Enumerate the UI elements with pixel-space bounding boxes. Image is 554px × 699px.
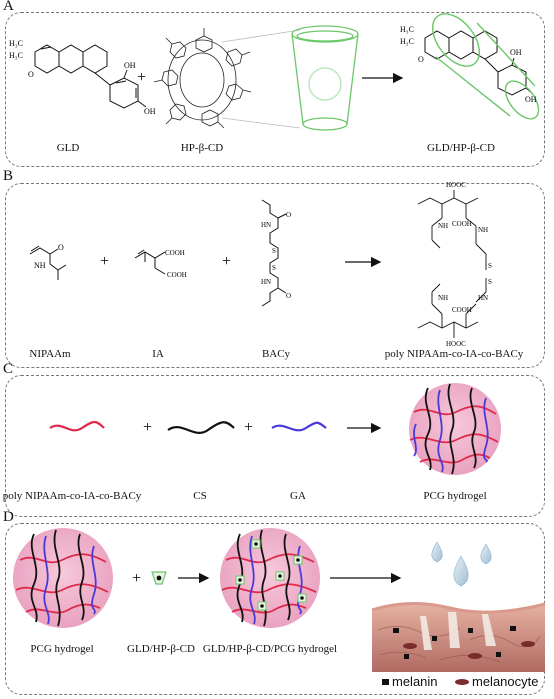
label-gld-hp-beta-cd: GLD/HP-β-CD — [427, 142, 495, 154]
plus-b2: + — [222, 253, 231, 270]
ia-molecule — [134, 249, 166, 275]
panel-b-frame — [5, 183, 545, 368]
label-bacy: BACy — [261, 348, 291, 360]
nipaam-molecule — [29, 245, 67, 280]
panel-b-letter: B — [3, 168, 14, 184]
skin-illustration — [371, 601, 546, 672]
s-label-b2: S — [272, 264, 276, 272]
hooc-label-b1: HOOC — [446, 181, 466, 189]
h3c-label-2: H₃C — [9, 51, 23, 60]
o-label-1: O — [28, 70, 34, 79]
nh-label-b2: NH — [438, 222, 448, 230]
gld-cd-cone — [432, 13, 540, 120]
legend-melanocyte: melanocyte — [472, 674, 539, 689]
label-hp-beta-cd: HP-β-CD — [180, 142, 224, 154]
poly-strand-red — [49, 420, 105, 432]
gld-cd-small-icon — [151, 571, 167, 585]
pcg-hydrogel-d — [13, 528, 113, 628]
plus-a1: + — [137, 69, 146, 86]
o-label-b1: O — [58, 243, 64, 252]
h3c-label-4: H₃C — [400, 37, 414, 46]
label-gld-hp-beta-cd-d: GLD/HP-β-CD — [127, 643, 195, 655]
hn-label-b1: HN — [261, 221, 271, 229]
plus-b1: + — [100, 253, 109, 270]
o-label-b2: O — [286, 211, 291, 219]
melanin-legend-swatch — [382, 679, 389, 685]
oh-label-4: OH — [525, 95, 537, 104]
cooh-label-b1: COOH — [165, 249, 185, 257]
label-gld: GLD — [56, 142, 80, 154]
nh-label-b4: NH — [438, 294, 448, 302]
cooh-label-b2: COOH — [167, 271, 187, 279]
pcg-hydrogel-c — [409, 383, 501, 475]
plus-c2: + — [244, 419, 253, 436]
label-ia: IA — [152, 348, 164, 360]
label-poly-b: poly NIPAAm-co-IA-co-BACy — [384, 348, 524, 360]
s-label-b4: S — [488, 278, 492, 286]
hn-label-b2: HN — [261, 278, 271, 286]
ga-strand-blue — [271, 421, 327, 432]
bacy-molecule — [261, 199, 287, 307]
label-loaded-hydrogel: GLD/HP-β-CD/PCG hydrogel — [202, 643, 338, 655]
label-pcg-hydrogel-d: PCG hydrogel — [30, 643, 94, 655]
water-drops — [431, 541, 492, 587]
panel-a-frame — [5, 12, 545, 167]
hooc-label-b2: HOOC — [446, 340, 466, 348]
s-label-b3: S — [488, 262, 492, 270]
label-pcg-hydrogel-c: PCG hydrogel — [423, 490, 487, 502]
plus-c1: + — [143, 419, 152, 436]
label-ga: GA — [290, 490, 306, 502]
oh-label-2: OH — [144, 107, 156, 116]
label-cs: CS — [193, 490, 207, 502]
hn-label-b3: HN — [478, 294, 488, 302]
h3c-label-3: H₃C — [400, 25, 414, 34]
oh-label-1: OH — [124, 61, 136, 70]
melanocyte-legend-swatch — [455, 679, 469, 685]
cyclodextrin-cone — [291, 25, 359, 131]
polymer-structure — [417, 190, 487, 338]
o-label-2: O — [418, 55, 424, 64]
loaded-hydrogel — [220, 528, 320, 628]
legend-melanin: melanin — [392, 674, 438, 689]
gld-molecule — [34, 44, 147, 109]
panel-d-letter: D — [3, 509, 14, 525]
o-label-b3: O — [286, 292, 291, 300]
gld-cd-complex — [424, 30, 534, 96]
plus-d1: + — [132, 570, 141, 587]
label-nipaam: NIPAAm — [29, 348, 71, 360]
cooh-label-b4: COOH — [452, 306, 472, 314]
panel-c-frame — [5, 375, 545, 517]
panel-a-letter: A — [3, 0, 14, 14]
panel-c-letter: C — [3, 361, 14, 377]
nh-label-b3: NH — [478, 226, 488, 234]
label-poly-c: poly NIPAAm-co-IA-co-BACy — [2, 490, 142, 502]
s-label-b1: S — [272, 247, 276, 255]
cs-strand-black — [167, 421, 235, 434]
nh-label-b1: NH — [34, 261, 46, 270]
oh-label-3: OH — [510, 48, 522, 57]
h3c-label-1: H₃C — [9, 39, 23, 48]
hp-beta-cd-molecule — [153, 28, 252, 129]
cooh-label-b3: COOH — [452, 220, 472, 228]
